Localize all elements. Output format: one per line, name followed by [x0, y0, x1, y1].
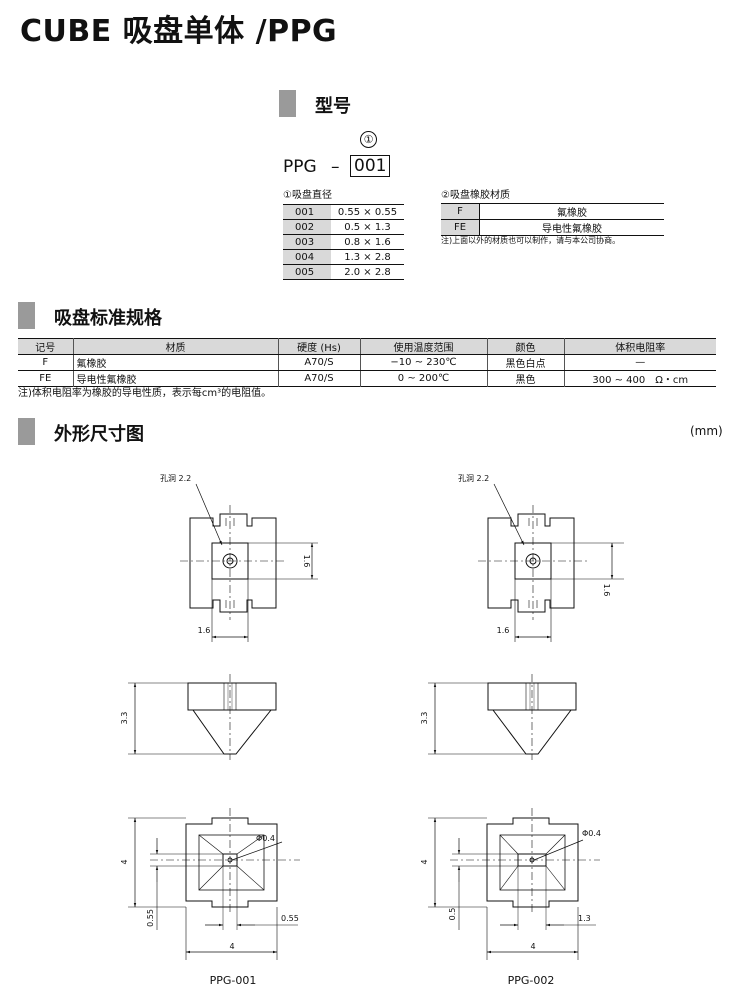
- section-marker: [18, 418, 35, 445]
- table-cell: 氟橡胶: [72, 354, 278, 371]
- dimension-drawings: 孔洞 2.2 1.6 1.6 3.3 4 Φ0.4 0.55 0.55 4 PP…: [120, 473, 624, 987]
- top-view: [478, 483, 624, 642]
- bottom-height-label: 4: [420, 859, 429, 864]
- row-value: 1.3 × 2.8: [344, 251, 391, 263]
- row-code: 004: [283, 249, 331, 265]
- spec-section-title: 吸盘标准规格: [54, 308, 162, 329]
- row-value: 2.0 × 2.8: [344, 266, 391, 278]
- page-title: CUBE 吸盘单体 /PPG: [20, 14, 338, 49]
- row-value: 导电性氟橡胶: [479, 219, 664, 236]
- dimension-section-title: 外形尺寸图: [54, 424, 144, 445]
- row-code: 002: [283, 219, 331, 235]
- unit-label: (mm): [690, 424, 723, 438]
- row-value: 氟橡胶: [479, 203, 664, 220]
- bottom-width-label: 4: [530, 942, 535, 951]
- column-header: 材质: [72, 338, 278, 355]
- table-cell: 黑色: [486, 370, 564, 387]
- bottom-width-label: 4: [229, 942, 234, 951]
- drawing-ppg-001: [128, 483, 318, 960]
- row-code: FE: [441, 219, 480, 236]
- pad-width-label: 1.3: [578, 914, 591, 923]
- table-cell: 导电性氟橡胶: [72, 370, 278, 387]
- pad-height-label: 0.5: [448, 908, 457, 921]
- table-row: 004 1.3 × 2.8: [283, 249, 404, 265]
- table-header-row: 记号 材质 硬度 (Hs) 使用温度范围 颜色 体积电阻率: [18, 338, 716, 355]
- code-marker: ①: [360, 131, 377, 148]
- pad-height-label: 0.55: [146, 909, 155, 927]
- table-cell: FE: [39, 373, 52, 384]
- model-prefix: PPG: [283, 157, 317, 177]
- top-width-label: 1.6: [198, 626, 211, 635]
- section-marker: [18, 302, 35, 329]
- diameter-table: 001 0.55 × 0.55 002 0.5 × 1.3 003 0.8 × 1.6…: [283, 204, 404, 280]
- column-header: 硬度 (Hs): [277, 338, 360, 355]
- table-row: FE 导电性氟橡胶 A70/S 0 ~ 200℃ 黑色 300 ~ 400 Ω・…: [18, 370, 716, 387]
- model-section-header: 型号: [279, 90, 479, 117]
- top-height-label: 1.6: [302, 555, 311, 568]
- drawing-caption: PPG-001: [210, 974, 257, 987]
- side-height-label: 3.3: [420, 712, 429, 725]
- hole-label: 孔洞 2.2: [458, 473, 489, 483]
- hole-label: 孔洞 2.2: [160, 473, 191, 483]
- diameter-heading: ①吸盘直径: [283, 190, 332, 201]
- pad-diameter-label: Φ0.4: [582, 829, 601, 838]
- top-view: [180, 483, 318, 642]
- bottom-height-label: 4: [120, 859, 129, 864]
- row-value: 0.5 × 1.3: [344, 221, 391, 233]
- material-note: 注)上面以外的材质也可以制作，请与本公司协商。: [441, 236, 621, 245]
- pad-width-label: 0.55: [281, 914, 299, 923]
- pad-diameter-label: Φ0.4: [256, 834, 275, 843]
- row-code: F: [441, 203, 480, 220]
- table-row: 002 0.5 × 1.3: [283, 219, 404, 235]
- drawing-caption: PPG-002: [508, 974, 555, 987]
- side-view: [128, 674, 277, 760]
- table-cell: −10 ~ 230℃: [359, 354, 487, 371]
- row-code: 005: [283, 264, 331, 280]
- section-marker: [279, 90, 296, 117]
- top-width-label: 1.6: [497, 626, 510, 635]
- row-code: 003: [283, 234, 331, 250]
- model-code-box: 001: [350, 155, 391, 177]
- row-value: 0.8 × 1.6: [344, 236, 391, 248]
- table-row: 001 0.55 × 0.55: [283, 204, 404, 220]
- column-header: 颜色: [486, 338, 564, 355]
- side-view: [428, 674, 577, 760]
- model-section-title: 型号: [315, 96, 351, 117]
- table-row: F 氟橡胶 A70/S −10 ~ 230℃ 黑色白点 —: [18, 354, 716, 371]
- spec-section-header: 吸盘标准规格: [18, 302, 318, 329]
- table-cell: 0 ~ 200℃: [359, 370, 487, 387]
- table-cell: 300 ~ 400 Ω・cm: [563, 370, 716, 387]
- model-dash: –: [331, 157, 340, 177]
- drawing-ppg-002: [428, 483, 624, 960]
- table-cell: A70/S: [277, 354, 360, 371]
- side-height-label: 3.3: [120, 712, 129, 725]
- bottom-view: [128, 808, 300, 960]
- table-row: 005 2.0 × 2.8: [283, 264, 404, 280]
- top-height-label: 1.6: [602, 584, 611, 597]
- spec-table: 记号 材质 硬度 (Hs) 使用温度范围 颜色 体积电阻率 F 氟橡胶 A70/…: [18, 338, 716, 387]
- dimension-section-header: 外形尺寸图: [18, 418, 318, 445]
- bottom-view: [428, 808, 600, 960]
- column-header: 使用温度范围: [359, 338, 487, 355]
- table-cell: 黑色白点: [486, 354, 564, 371]
- row-code: 001: [283, 204, 331, 220]
- column-header: 记号: [18, 338, 73, 355]
- spec-note: 注)体积电阻率为橡胶的导电性质，表示每cm³的电阻值。: [18, 388, 272, 399]
- table-row: 003 0.8 × 1.6: [283, 234, 404, 250]
- table-cell: F: [18, 354, 73, 371]
- table-cell: —: [563, 354, 716, 371]
- row-value: 0.55 × 0.55: [337, 206, 398, 218]
- table-cell: A70/S: [277, 370, 360, 387]
- material-heading: ②吸盘橡胶材质: [441, 190, 510, 201]
- column-header: 体积电阻率: [563, 338, 716, 355]
